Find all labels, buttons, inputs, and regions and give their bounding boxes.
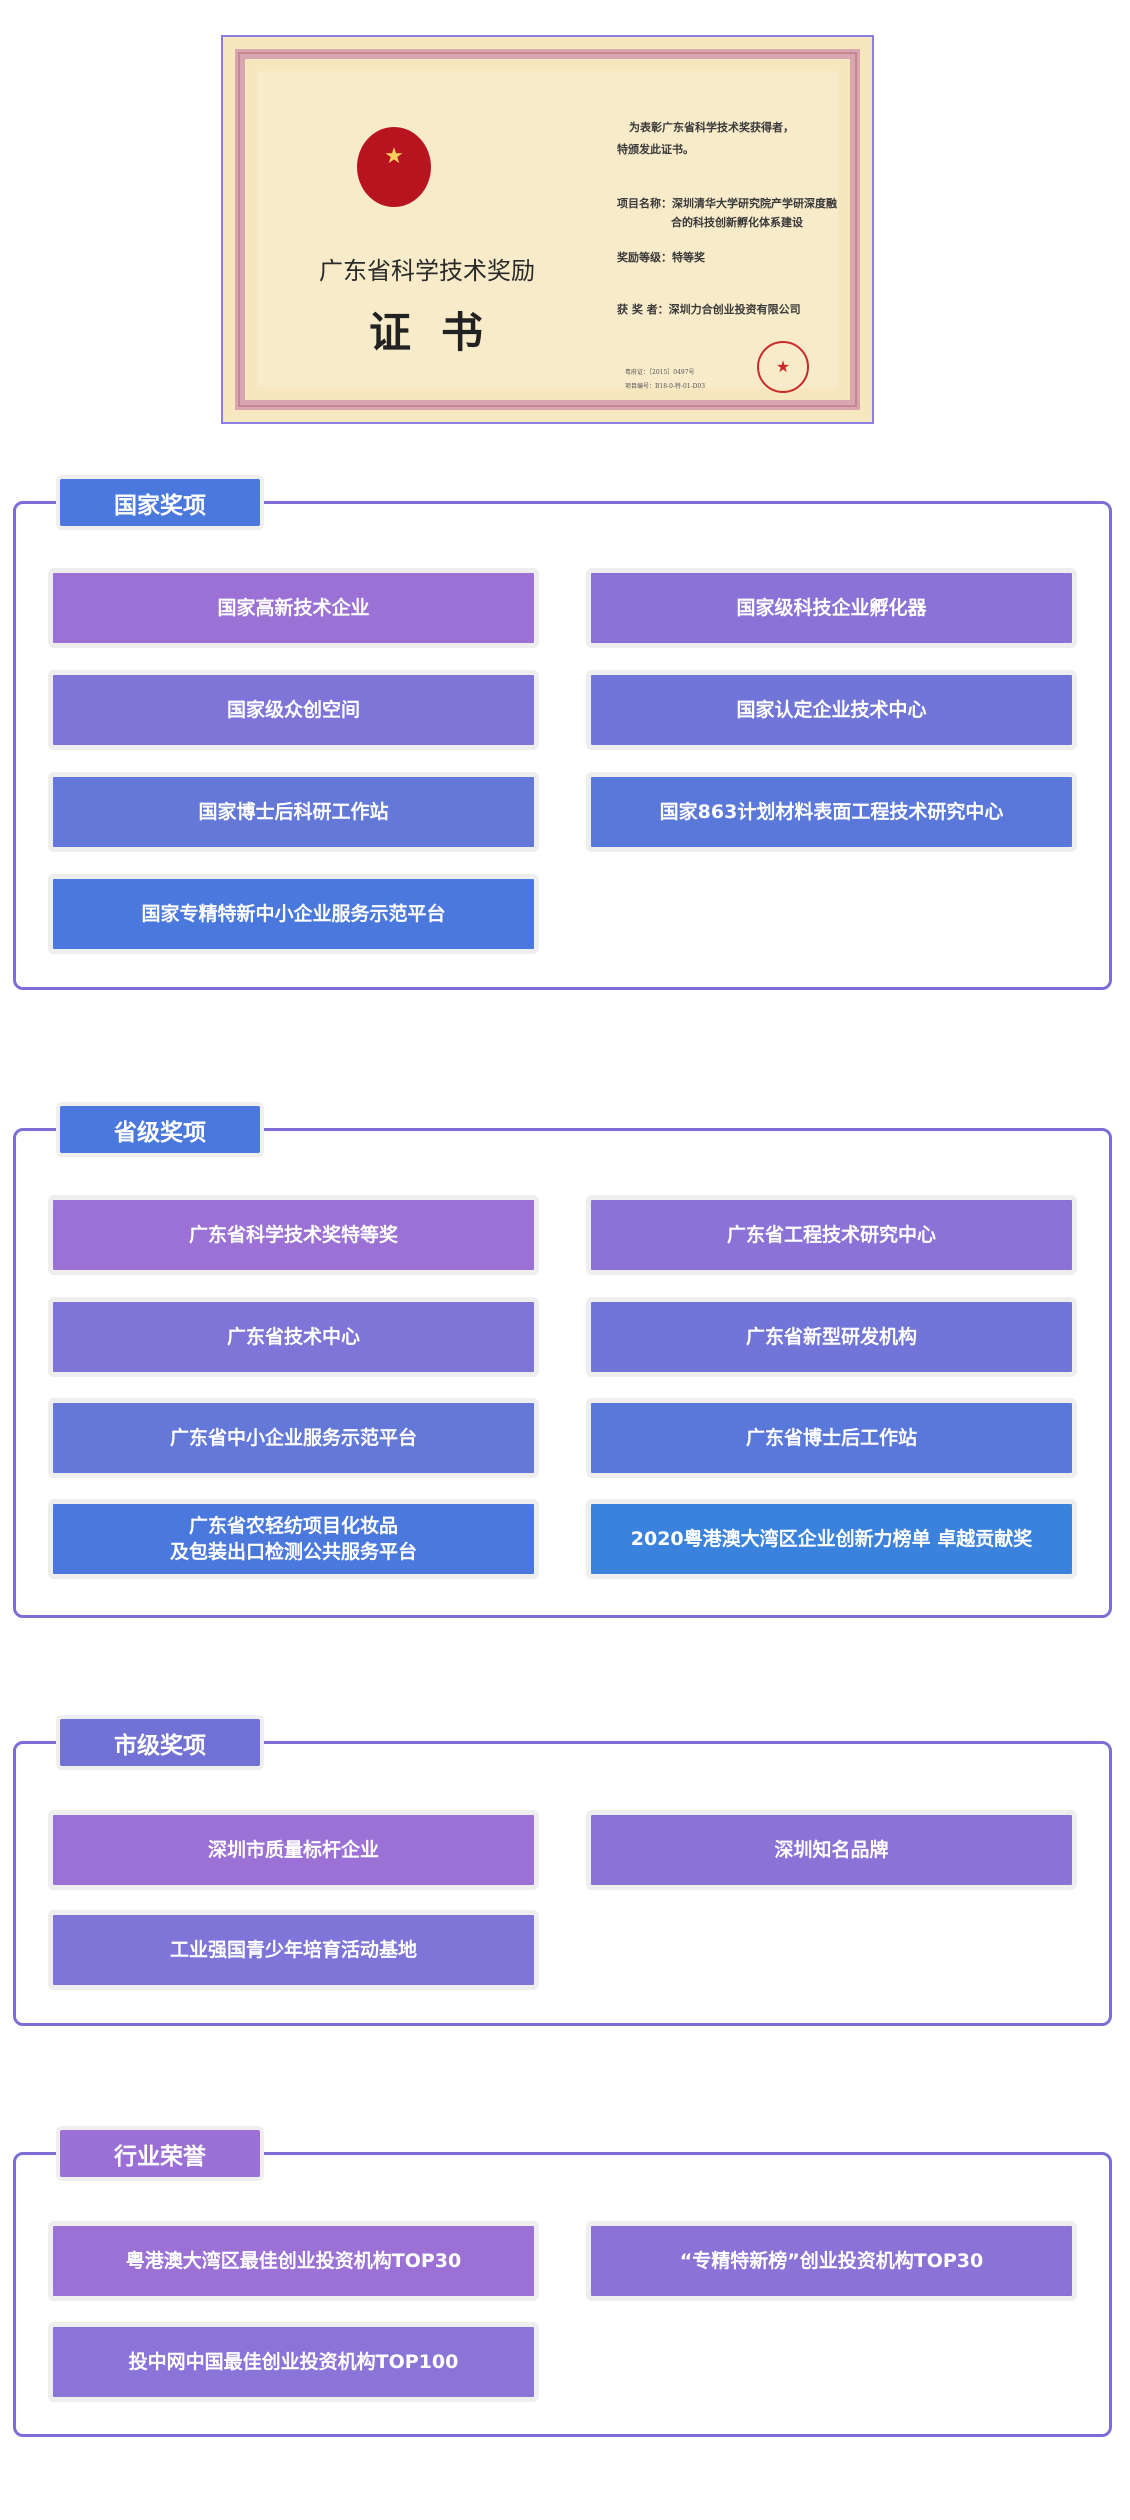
certificate-winner: 获 奖 者：深圳力合创业投资有限公司 xyxy=(617,303,801,316)
section-0-box xyxy=(13,501,1112,990)
certificate-image: ★ 广东省科学技术奖励 证书 为表彰广东省科学技术奖获得者， 特颁发此证书。 项… xyxy=(221,35,874,424)
award-item: 深圳市质量标杆企业 xyxy=(48,1810,539,1890)
certificate-line: 为表彰广东省科学技术奖获得者， xyxy=(629,121,794,134)
award-item: 粤港澳大湾区最佳创业投资机构TOP30 xyxy=(48,2221,539,2301)
award-item: “专精特新榜”创业投资机构TOP30 xyxy=(586,2221,1077,2301)
section-title: 省级奖项 xyxy=(56,1102,264,1157)
certificate-project: 合的科技创新孵化体系建设 xyxy=(671,216,803,229)
award-item: 广东省工程技术研究中心 xyxy=(586,1195,1077,1275)
award-item: 2020粤港澳大湾区企业创新力榜单 卓越贡献奖 xyxy=(586,1499,1077,1579)
award-item: 国家认定企业技术中心 xyxy=(586,670,1077,750)
award-item: 国家863计划材料表面工程技术研究中心 xyxy=(586,772,1077,852)
award-item: 国家博士后科研工作站 xyxy=(48,772,539,852)
award-item: 广东省中小企业服务示范平台 xyxy=(48,1398,539,1478)
certificate-line: 特颁发此证书。 xyxy=(617,143,694,156)
award-item: 投中网中国最佳创业投资机构TOP100 xyxy=(48,2322,539,2402)
award-item: 广东省技术中心 xyxy=(48,1297,539,1377)
official-seal-icon: ★ xyxy=(757,341,809,393)
award-item: 国家高新技术企业 xyxy=(48,568,539,648)
award-item: 深圳知名品牌 xyxy=(586,1810,1077,1890)
section-title: 市级奖项 xyxy=(56,1715,264,1770)
certificate-number: 粤府证：［2015］0497号 xyxy=(625,369,695,376)
certificate-border xyxy=(235,49,860,410)
section-3-box xyxy=(13,2152,1112,2437)
award-item: 广东省博士后工作站 xyxy=(586,1398,1077,1478)
national-emblem-icon: ★ xyxy=(357,127,431,207)
section-2-box xyxy=(13,1741,1112,2026)
certificate-project: 项目名称：深圳清华大学研究院产学研深度融 xyxy=(617,197,837,210)
award-item: 广东省科学技术奖特等奖 xyxy=(48,1195,539,1275)
certificate-level: 奖励等级：特等奖 xyxy=(617,251,705,264)
award-item: 国家级科技企业孵化器 xyxy=(586,568,1077,648)
award-item: 国家专精特新中小企业服务示范平台 xyxy=(48,874,539,954)
certificate-title: 广东省科学技术奖励 xyxy=(319,257,535,285)
certificate-project-number: 项目编号：B18-0-特-01-D03 xyxy=(625,383,706,390)
award-item: 国家级众创空间 xyxy=(48,670,539,750)
award-item: 广东省新型研发机构 xyxy=(586,1297,1077,1377)
section-title: 国家奖项 xyxy=(56,475,264,530)
section-title: 行业荣誉 xyxy=(56,2126,264,2181)
award-item: 工业强国青少年培育活动基地 xyxy=(48,1910,539,1990)
certificate-big-title: 证书 xyxy=(369,308,514,357)
section-1-box xyxy=(13,1128,1112,1618)
award-item: 广东省农轻纺项目化妆品 及包装出口检测公共服务平台 xyxy=(48,1499,539,1579)
certificate-body: ★ 广东省科学技术奖励 证书 为表彰广东省科学技术奖获得者， 特颁发此证书。 项… xyxy=(257,71,838,393)
